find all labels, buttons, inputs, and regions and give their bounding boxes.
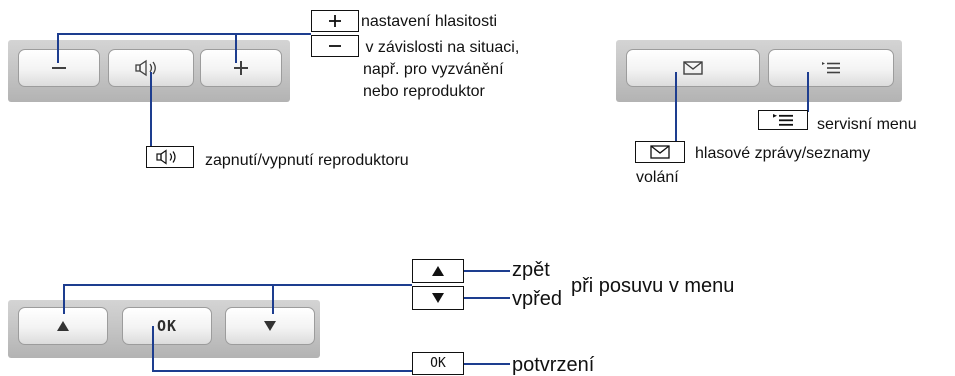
ok-connector-horizontal [152, 370, 412, 372]
down-key[interactable] [225, 307, 315, 345]
forward-label-connector [464, 297, 510, 299]
down-arrow-icon [264, 321, 276, 331]
back-connector-horizontal [63, 284, 412, 286]
ok-key[interactable]: OK [122, 307, 212, 345]
service-menu-icon [822, 62, 840, 74]
down-arrow-icon [432, 293, 444, 303]
messages-legend-box [635, 141, 685, 163]
service-menu-icon [773, 114, 793, 126]
messages-label-line-2: volání [636, 169, 679, 186]
messages-label-line-1: hlasové zprávy/seznamy [695, 145, 871, 162]
back-label: zpět [512, 259, 550, 281]
menu-key[interactable] [768, 49, 894, 87]
down-connector [272, 284, 274, 314]
confirm-label: potvrzení [512, 354, 595, 376]
menu-legend-box [758, 110, 808, 130]
forward-label: vpřed [512, 288, 563, 310]
ok-legend-box: OK [412, 352, 464, 375]
minus-key[interactable] [18, 49, 100, 87]
speaker-connector [150, 72, 152, 150]
speaker-legend-box [146, 146, 194, 168]
messages-connector [675, 72, 677, 142]
speaker-label: zapnutí/vypnutí reproduktoru [205, 152, 409, 169]
up-legend-box [412, 259, 464, 283]
plus-legend-box [311, 10, 359, 32]
plus-icon [329, 15, 341, 27]
scroll-label: při posuvu v menu [571, 275, 735, 297]
minus-legend-box [311, 35, 359, 57]
envelope-icon [650, 145, 670, 159]
menu-label: servisní menu [817, 116, 917, 133]
ok-connector-vertical [152, 326, 154, 372]
menu-connector [807, 72, 809, 112]
envelope-icon [683, 61, 703, 75]
minus-icon [52, 67, 66, 69]
up-arrow-icon [57, 321, 69, 331]
minus-connector [57, 33, 59, 63]
plus-key[interactable] [200, 49, 282, 87]
volume-label-line-4: nebo reproduktor [363, 83, 485, 100]
volume-label-line-1: nastavení hlasitosti [361, 13, 498, 30]
plus-icon [234, 61, 248, 75]
down-legend-box [412, 286, 464, 310]
up-arrow-icon [432, 266, 444, 276]
speaker-icon [135, 59, 156, 77]
messages-key[interactable] [626, 49, 760, 87]
volume-label-line-2: v závislosti na situaci, [361, 39, 520, 56]
back-label-connector [464, 270, 510, 272]
confirm-label-connector [464, 363, 510, 365]
volume-label-line-3: např. pro vyzvánění [363, 61, 504, 78]
speaker-icon [156, 149, 176, 165]
ok-legend-label: OK [430, 356, 446, 371]
ok-key-label: OK [156, 317, 178, 335]
minus-icon [329, 45, 341, 47]
up-connector [63, 284, 65, 314]
volume-connector-horizontal [57, 33, 311, 35]
plus-connector [235, 33, 237, 63]
